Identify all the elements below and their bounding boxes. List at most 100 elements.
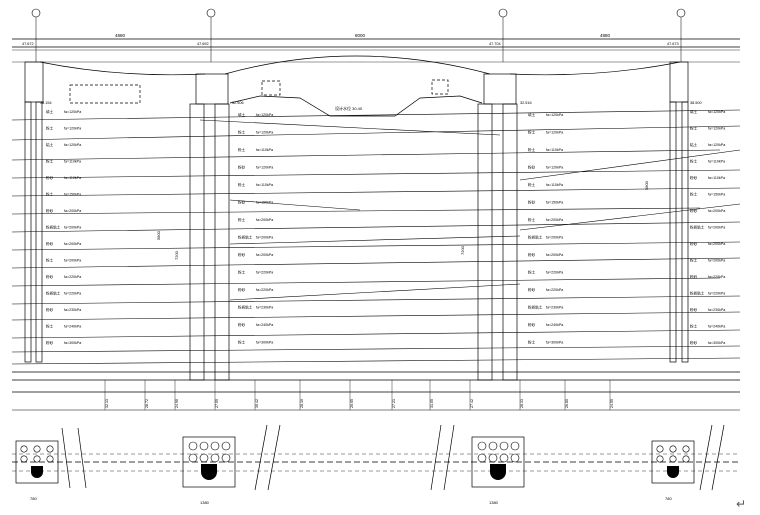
soil-boundary-line [11, 311, 741, 321]
soil-layer-mid-name: 粉砂 [238, 252, 246, 257]
soil-layer-left-fa: fa=230kPa [64, 308, 81, 312]
pier-column-3a [477, 103, 493, 381]
soil-layer-mid-right-name: 粉土 [528, 217, 536, 222]
soil-layer-mid-fa: fa=220kPa [256, 288, 273, 292]
soil-boundary-line [11, 329, 741, 339]
soil-boundary-line [11, 187, 741, 197]
foundation-plan-right [651, 440, 695, 484]
soil-layer-mid-right-fa: fa=150kPa [546, 201, 563, 205]
soil-boundary-line [519, 203, 741, 231]
span-dimension: 8000 [355, 33, 366, 38]
soil-layer-mid-fa: fa=110kPa [256, 183, 273, 187]
foundation-plan-2 [182, 436, 236, 488]
soil-layer-right-fa: fa=200kPa [708, 209, 725, 213]
soil-layer-mid-right-fa: fa=110kPa [546, 148, 563, 152]
soil-layer-left-name: 粘土 [46, 142, 54, 147]
soil-layer-left-name: 粉土 [46, 324, 54, 329]
soil-boundary-line [11, 169, 741, 179]
bottom-elevation-label: 27.55 [215, 399, 219, 408]
bottom-elevation-label: 28.72 [145, 399, 149, 408]
soil-layer-mid-right-fa: fa=120kPa [546, 166, 563, 170]
soil-layer-left-name: 填土 [46, 109, 54, 114]
column-seat-plan [667, 466, 679, 478]
soil-layer-left-fa: fa=200kPa [64, 242, 81, 246]
bent-elevation-label: 32.516 [520, 101, 532, 105]
soil-layer-right-name: 粘土 [690, 142, 698, 147]
soil-layer-left-fa: fa=120kPa [64, 110, 81, 114]
soil-boundary-line [11, 357, 741, 365]
soil-layer-mid-name: 填土 [238, 112, 246, 117]
soil-layer-right-name: 粉土 [690, 258, 698, 263]
soil-boundary-line [229, 283, 521, 301]
soil-layer-mid-right-name: 粉土 [528, 270, 536, 275]
soil-layer-mid-name: 粉土 [238, 182, 246, 187]
soil-layer-left-name: 粉土 [46, 192, 54, 197]
soil-boundary-line [199, 119, 501, 136]
pile-circle-plan [488, 453, 498, 463]
pile-circle-plan [33, 445, 41, 453]
soil-layer-right-name: 粉砂 [690, 241, 698, 246]
soil-layer-mid-fa: fa=300kPa [256, 341, 273, 345]
pile-circle-plan [510, 453, 520, 463]
soil-layer-left-name: 粉砂 [46, 274, 54, 279]
soil-layer-left-fa: fa=220kPa [64, 292, 81, 296]
soil-layer-right-name: 粉土 [690, 126, 698, 131]
soil-boundary-line [11, 345, 741, 353]
bottom-elevation-label: 26.65 [350, 399, 354, 408]
soil-layer-mid-right-fa: fa=220kPa [546, 288, 563, 292]
soil-layer-right-fa: fa=110kPa [708, 176, 725, 180]
pile-circle-plan [20, 455, 28, 463]
top-elevation-label: 47.692 [197, 42, 209, 46]
soil-layer-mid-right-name: 粉砂 [528, 200, 536, 205]
pile-circle-plan [20, 445, 28, 453]
soil-layer-left-name: 粉质粘土 [46, 225, 61, 230]
soil-layer-right-fa: fa=120kPa [708, 110, 725, 114]
soil-boundary-line [11, 241, 741, 251]
soil-layer-left-name: 粉土 [46, 126, 54, 131]
foundation-dim-mid-left: 1380 [200, 500, 210, 505]
soil-layer-right-name: 填土 [690, 109, 698, 114]
soil-layer-mid-fa: fa=200kPa [256, 218, 273, 222]
soil-layer-right-fa: fa=120kPa [708, 127, 725, 131]
pile-circle-plan [477, 453, 487, 463]
soil-layer-right-name: 粉砂 [690, 208, 698, 213]
soil-layer-mid-fa: fa=230kPa [256, 306, 273, 310]
soil-layer-mid-name: 粉质粘土 [238, 305, 253, 310]
foundation-dim-mid-right: 1380 [489, 500, 499, 505]
pile-length-label: 5800 [156, 230, 161, 240]
soil-layer-mid-name: 粉质粘土 [238, 235, 253, 240]
pile-circle-plan [210, 453, 220, 463]
soil-layer-mid-right-fa: fa=200kPa [546, 253, 563, 257]
soil-layer-left-name: 粉砂 [46, 175, 54, 180]
column-seat-plan [490, 464, 506, 480]
pile-circle-plan [199, 453, 209, 463]
soil-layer-left-fa: fa=120kPa [64, 143, 81, 147]
soil-layer-left-fa: fa=110kPa [64, 160, 81, 164]
pile-circle-plan [656, 445, 664, 453]
soil-layer-mid-name: 粉土 [238, 130, 246, 135]
soil-layer-mid-right-name: 粉砂 [528, 165, 536, 170]
skew-line-3 [430, 424, 455, 491]
soil-layer-right-name: 粉砂 [690, 307, 698, 312]
column-seat-plan [31, 466, 43, 478]
soil-layer-mid-right-fa: fa=300kPa [546, 341, 563, 345]
bottom-elevation-label: 27.42 [470, 399, 474, 408]
soil-layer-right-fa: fa=200kPa [708, 242, 725, 246]
girder-soffit-left [39, 61, 206, 76]
soil-layer-mid-right-fa: fa=240kPa [546, 323, 563, 327]
pile-circle-plan [46, 445, 54, 453]
soil-layer-mid-right-fa: fa=110kPa [546, 183, 563, 187]
soil-layer-mid-fa: fa=120kPa [256, 131, 273, 135]
dashed-box-1 [69, 84, 141, 104]
dashed-box-2 [261, 80, 281, 96]
soil-boundary-line [11, 257, 741, 269]
pier-column-2a [189, 103, 205, 381]
soil-layer-mid-name: 粉土 [238, 270, 246, 275]
pier-column-2b [214, 103, 230, 381]
pier-column-left-b [35, 101, 43, 363]
soil-layer-left-name: 粉砂 [46, 340, 54, 345]
soil-layer-right-name: 粉质粘土 [690, 225, 705, 230]
span-dimension: 4880 [115, 33, 126, 38]
soil-layer-left-fa: fa=200kPa [64, 209, 81, 213]
